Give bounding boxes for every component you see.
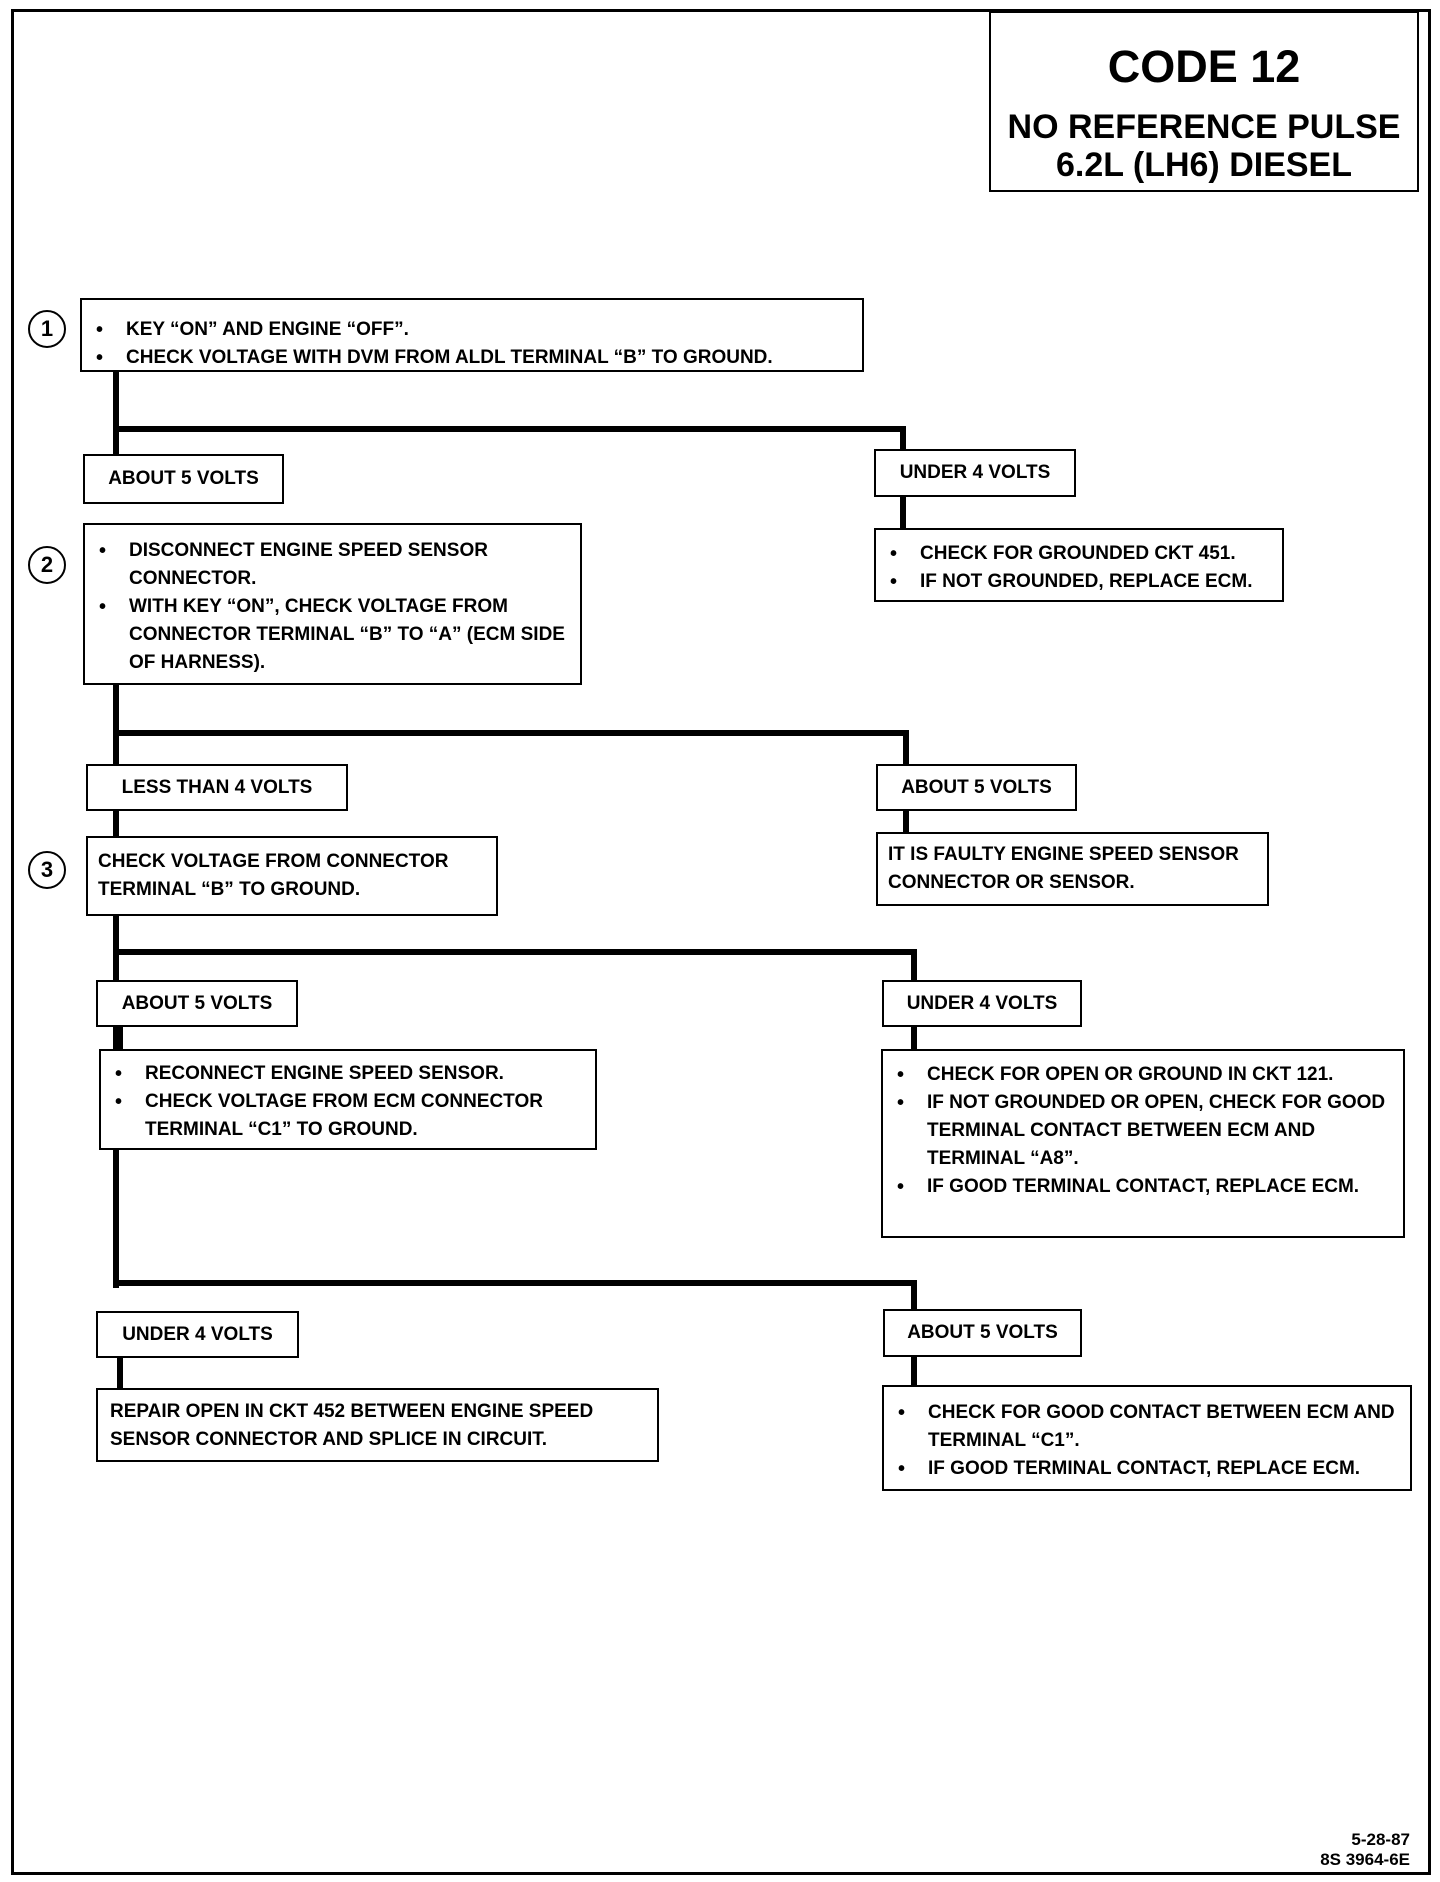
connector-branch-c (113, 949, 917, 985)
result-c-left-item: RECONNECT ENGINE SPEED SENSOR. (109, 1060, 585, 1088)
result-d-right-item: CHECK FOR GOOD CONTACT BETWEEN ECM AND T… (892, 1399, 1400, 1455)
connector-branch-a (113, 426, 906, 457)
result-a-right-item: CHECK FOR GROUNDED CKT 451. (884, 540, 1274, 568)
title-line-2: 6.2L (LH6) DIESEL (1056, 146, 1352, 184)
footer-reference: 8S 3964-6E (1320, 1850, 1410, 1869)
step-3-text: CHECK VOLTAGE FROM CONNECTOR TERMINAL “B… (98, 851, 449, 900)
footer-date: 5-28-87 (1351, 1830, 1410, 1849)
result-under-4-volts-d: UNDER 4 VOLTS (96, 1311, 299, 1358)
connector-branch-d (113, 1280, 917, 1314)
result-d-left-box: REPAIR OPEN IN CKT 452 BETWEEN ENGINE SP… (96, 1388, 659, 1462)
result-c-right-box: CHECK FOR OPEN OR GROUND IN CKT 121. IF … (881, 1049, 1405, 1238)
result-c-right-item: IF GOOD TERMINAL CONTACT, REPLACE ECM. (891, 1173, 1393, 1201)
code-title: CODE 12 (1107, 41, 1301, 92)
result-c-left-box: RECONNECT ENGINE SPEED SENSOR. CHECK VOL… (99, 1049, 597, 1150)
result-c-right-item: CHECK FOR OPEN OR GROUND IN CKT 121. (891, 1061, 1393, 1089)
step-number-1: 1 (28, 310, 66, 348)
result-about-5-volts-b: ABOUT 5 VOLTS (876, 764, 1077, 811)
step-3-box: CHECK VOLTAGE FROM CONNECTOR TERMINAL “B… (86, 836, 498, 916)
result-less-than-4-volts-b: LESS THAN 4 VOLTS (86, 764, 348, 811)
step-1-item: KEY “ON” AND ENGINE “OFF”. (90, 316, 854, 344)
step-2-box: DISCONNECT ENGINE SPEED SENSOR CONNECTOR… (83, 523, 582, 685)
page-frame (11, 9, 1431, 1875)
result-b-right-text: IT IS FAULTY ENGINE SPEED SENSOR CONNECT… (888, 844, 1239, 893)
step-1-item: CHECK VOLTAGE WITH DVM FROM ALDL TERMINA… (90, 344, 854, 372)
title-line-1: NO REFERENCE PULSE (1007, 108, 1401, 146)
document-footer: 5-28-87 8S 3964-6E (1320, 1830, 1410, 1870)
result-d-right-item: IF GOOD TERMINAL CONTACT, REPLACE ECM. (892, 1455, 1400, 1483)
title-subtitle: NO REFERENCE PULSE 6.2L (LH6) DIESEL (991, 108, 1417, 184)
step-2-item: WITH KEY “ON”, CHECK VOLTAGE FROM CONNEC… (93, 593, 570, 677)
result-c-left-item: CHECK VOLTAGE FROM ECM CONNECTOR TERMINA… (109, 1088, 585, 1144)
result-under-4-volts-a: UNDER 4 VOLTS (874, 449, 1076, 497)
step-number-2: 2 (28, 546, 66, 584)
step-2-item: DISCONNECT ENGINE SPEED SENSOR CONNECTOR… (93, 537, 570, 593)
step-1-box: KEY “ON” AND ENGINE “OFF”. CHECK VOLTAGE… (80, 298, 864, 372)
connector-branch-b (113, 730, 909, 767)
result-d-right-box: CHECK FOR GOOD CONTACT BETWEEN ECM AND T… (882, 1385, 1412, 1491)
result-about-5-volts-d: ABOUT 5 VOLTS (883, 1309, 1082, 1357)
result-under-4-volts-c: UNDER 4 VOLTS (882, 980, 1082, 1027)
result-d-left-text: REPAIR OPEN IN CKT 452 BETWEEN ENGINE SP… (110, 1401, 594, 1450)
step-number-3: 3 (28, 851, 66, 889)
title-block: CODE 12 NO REFERENCE PULSE 6.2L (LH6) DI… (989, 11, 1419, 192)
result-c-right-item: IF NOT GROUNDED OR OPEN, CHECK FOR GOOD … (891, 1089, 1393, 1173)
result-b-right-box: IT IS FAULTY ENGINE SPEED SENSOR CONNECT… (876, 832, 1269, 906)
result-a-right-item: IF NOT GROUNDED, REPLACE ECM. (884, 568, 1274, 596)
result-a-right-box: CHECK FOR GROUNDED CKT 451. IF NOT GROUN… (874, 528, 1284, 602)
result-about-5-volts-c: ABOUT 5 VOLTS (96, 980, 298, 1027)
result-about-5-volts-a: ABOUT 5 VOLTS (83, 454, 284, 504)
